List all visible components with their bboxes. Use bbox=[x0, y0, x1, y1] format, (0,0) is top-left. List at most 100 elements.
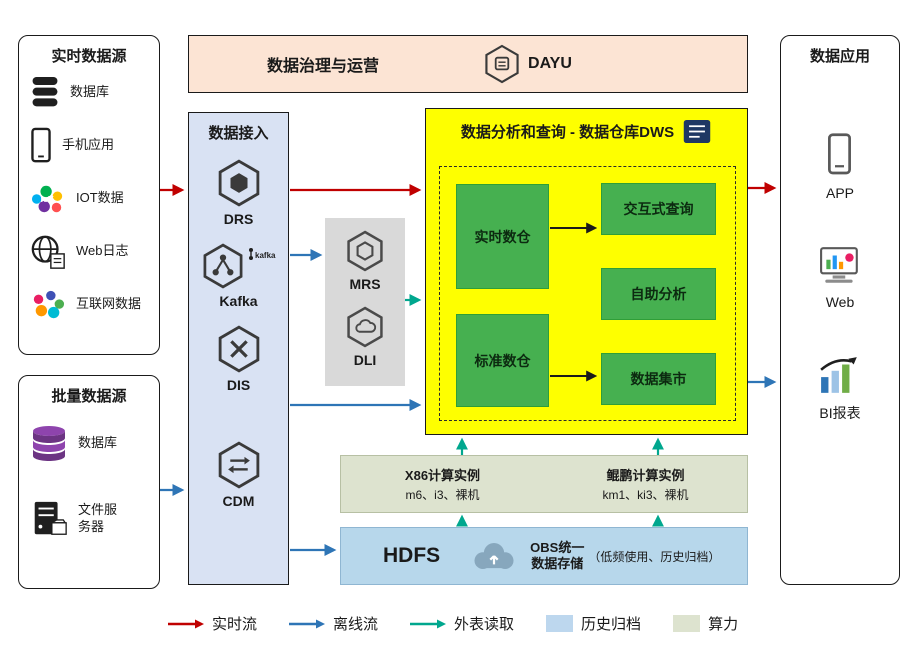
obs-label: OBS统一 数据存储 bbox=[530, 540, 584, 573]
app-label: APP bbox=[825, 185, 854, 201]
source-label: 文件服务器 bbox=[78, 501, 118, 534]
dws-inner-border bbox=[439, 166, 736, 421]
dayu-icon bbox=[484, 44, 520, 84]
app-label: Web bbox=[825, 294, 855, 310]
blue-arrow-icon bbox=[289, 618, 326, 630]
governance-bar: 数据治理与运营 DAYU bbox=[188, 35, 748, 93]
compute-kunpeng-instances: km1、ki3、裸机 bbox=[602, 488, 689, 502]
source-label: 数据库 bbox=[78, 435, 118, 451]
legend: 实时流 离线流 外表读取 历史归档 算力 bbox=[168, 613, 738, 634]
compute-x86-title: X86计算实例 bbox=[404, 468, 481, 483]
database-icon bbox=[29, 75, 61, 111]
bi-chart-icon bbox=[816, 354, 864, 396]
service-label: MRS bbox=[349, 276, 381, 292]
storage-panel: HDFS OBS统一 数据存储 （低频使用、历史归档） bbox=[340, 527, 748, 585]
dws-title: 数据分析和查询 - 数据仓库DWS bbox=[460, 124, 675, 141]
ingestion-panel: 数据接入 DRS kafka Kafka DIS bbox=[188, 112, 289, 585]
service-drs: DRS bbox=[217, 159, 261, 227]
service-dis: DIS bbox=[217, 325, 261, 393]
archive-swatch bbox=[546, 615, 574, 632]
source-item-weblog: Web日志 bbox=[19, 225, 159, 278]
iot-icon: IoT bbox=[29, 182, 67, 216]
app-item-app: APP bbox=[826, 132, 854, 201]
obs-label-line2: 数据存储 bbox=[531, 556, 584, 571]
source-item-internet: 互联网数据 bbox=[19, 278, 159, 331]
service-dli: DLI bbox=[346, 306, 384, 368]
file-server-icon bbox=[29, 499, 69, 539]
teal-arrow-icon bbox=[410, 618, 447, 630]
svg-text:IoT: IoT bbox=[41, 193, 55, 203]
red-arrow-icon bbox=[168, 618, 204, 630]
globe-icon bbox=[29, 233, 67, 271]
compute-kunpeng-title: 鲲鹏计算实例 bbox=[606, 468, 685, 483]
app-label: BI报表 bbox=[819, 405, 861, 421]
database-purple-icon bbox=[29, 424, 69, 464]
source-item-file-server: 文件服务器 bbox=[19, 481, 159, 556]
legend-offline: 离线流 bbox=[289, 613, 378, 634]
service-label: DIS bbox=[226, 377, 251, 393]
legend-label: 算力 bbox=[708, 616, 739, 633]
compute-x86: X86计算实例 m6、i3、裸机 bbox=[341, 456, 544, 512]
compute-kunpeng: 鲲鹏计算实例 km1、ki3、裸机 bbox=[544, 456, 747, 512]
app-item-bi: BI报表 bbox=[816, 354, 864, 423]
batch-sources-panel: 批量数据源 数据库 文件服务器 bbox=[18, 375, 160, 589]
source-item-batch-database: 数据库 bbox=[19, 406, 159, 481]
node-data-mart: 数据集市 bbox=[601, 353, 716, 405]
legend-label: 实时流 bbox=[212, 616, 258, 633]
compute-x86-instances: m6、i3、裸机 bbox=[405, 488, 480, 502]
legend-external: 外表读取 bbox=[410, 613, 514, 634]
source-label: Web日志 bbox=[76, 243, 129, 259]
node-standard-warehouse: 标准数仓 bbox=[456, 314, 549, 407]
legend-realtime: 实时流 bbox=[168, 613, 257, 634]
obs-cloud-icon bbox=[468, 539, 520, 573]
node-self-service-analysis: 自助分析 bbox=[601, 268, 716, 320]
dis-icon bbox=[217, 325, 261, 373]
service-cdm: CDM bbox=[217, 441, 261, 509]
app-phone-icon bbox=[826, 132, 853, 178]
ingestion-title: 数据接入 bbox=[208, 125, 269, 142]
dws-panel: 数据分析和查询 - 数据仓库DWS 实时数仓 标准数仓 交互式查询 自助分析 数… bbox=[425, 108, 748, 435]
legend-label: 历史归档 bbox=[581, 616, 642, 633]
governance-title: 数据治理与运营 bbox=[267, 58, 380, 75]
node-realtime-warehouse: 实时数仓 bbox=[456, 184, 549, 289]
kafka-logo-text: kafka bbox=[255, 251, 276, 260]
source-label: 手机应用 bbox=[62, 137, 115, 153]
service-label: DRS bbox=[223, 211, 254, 227]
dli-icon bbox=[346, 306, 384, 348]
web-monitor-icon bbox=[816, 245, 864, 287]
drs-icon bbox=[217, 159, 261, 207]
compute-swatch bbox=[673, 615, 701, 632]
service-mrs: MRS bbox=[346, 230, 384, 292]
hdfs-label: HDFS bbox=[383, 544, 441, 567]
obs-label-line1: OBS统一 bbox=[530, 539, 585, 555]
legend-archive: 历史归档 bbox=[546, 613, 641, 634]
legend-label: 离线流 bbox=[333, 616, 379, 633]
source-item-database: 数据库 bbox=[19, 66, 159, 119]
legend-label: 外表读取 bbox=[454, 616, 515, 633]
applications-panel: 数据应用 APP Web BI报表 bbox=[780, 35, 900, 585]
dayu-product: DAYU bbox=[484, 44, 572, 84]
internet-icon bbox=[29, 288, 67, 322]
service-kafka: kafka Kafka bbox=[202, 243, 276, 309]
app-item-web: Web bbox=[816, 245, 864, 310]
applications-title: 数据应用 bbox=[809, 48, 870, 65]
kafka-icon bbox=[202, 243, 244, 289]
kafka-logo: kafka bbox=[246, 245, 276, 265]
batch-sources-title: 批量数据源 bbox=[51, 388, 127, 405]
node-interactive-query: 交互式查询 bbox=[601, 183, 716, 235]
mrs-icon bbox=[346, 230, 384, 272]
obs-note: （低频使用、历史归档） bbox=[588, 549, 721, 564]
processing-panel: MRS DLI bbox=[325, 218, 405, 386]
ledger-icon bbox=[682, 118, 712, 145]
compute-panel: X86计算实例 m6、i3、裸机 鲲鹏计算实例 km1、ki3、裸机 bbox=[340, 455, 748, 513]
realtime-sources-title: 实时数据源 bbox=[51, 48, 127, 65]
phone-icon bbox=[29, 127, 53, 165]
service-label: CDM bbox=[222, 493, 255, 509]
source-item-mobile: 手机应用 bbox=[19, 119, 159, 172]
service-label: Kafka bbox=[219, 293, 258, 309]
source-label: IOT数据 bbox=[76, 190, 124, 206]
service-label: DLI bbox=[353, 352, 377, 368]
dayu-label: DAYU bbox=[528, 55, 572, 72]
realtime-sources-panel: 实时数据源 数据库 手机应用 IoT IOT数据 Web日志 bbox=[18, 35, 160, 355]
